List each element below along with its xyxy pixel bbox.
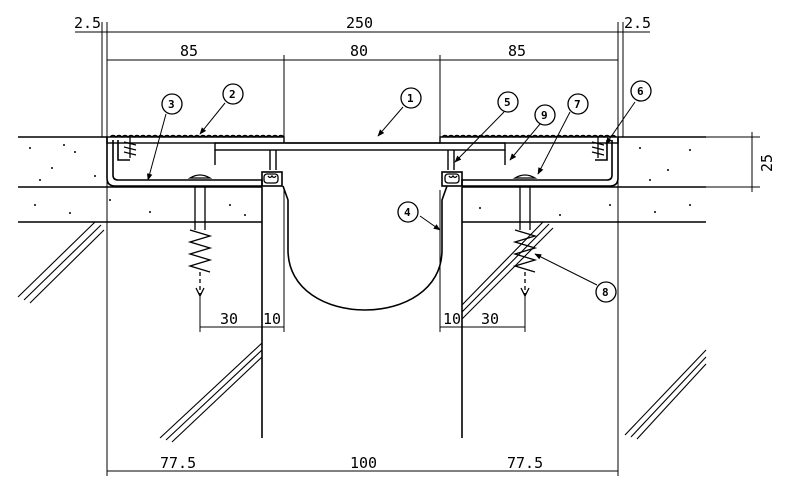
callout-3-number: 3 [168, 98, 175, 111]
left-hatching [17, 221, 263, 443]
callout-7: 7 [567, 93, 589, 115]
dim-left-base: 77.5 [160, 454, 196, 472]
left-top-screw [123, 137, 137, 158]
callout-5-number: 5 [504, 96, 511, 109]
callout-1-number: 1 [407, 92, 414, 105]
dimension-lines [75, 22, 760, 476]
dim-overall-width: 250 [346, 14, 373, 32]
right-top-screw [591, 137, 605, 158]
dim-left-cover: 85 [180, 42, 198, 60]
callout-9-number: 9 [541, 109, 548, 122]
callout-6-number: 6 [637, 85, 644, 98]
concrete-texture-dots [29, 144, 691, 216]
left-gasket [263, 173, 279, 184]
callout-7-number: 7 [574, 98, 581, 111]
left-concrete-slab [18, 136, 263, 438]
callout-leaders [146, 101, 636, 286]
callout-8-number: 8 [602, 286, 609, 299]
dim-right-anchor-offset: 30 [481, 310, 499, 328]
right-concrete-slab [461, 136, 706, 438]
dim-right-base: 77.5 [507, 454, 543, 472]
dim-height: 25 [758, 154, 776, 172]
callout-4: 4 [397, 201, 419, 223]
cover-plate-left [106, 134, 285, 144]
right-anchor-bolt [512, 174, 538, 298]
callout-9: 9 [534, 104, 556, 126]
dim-left-anchor-offset: 30 [220, 310, 238, 328]
dim-right-edge: 2.5 [624, 14, 651, 32]
left-anchor-bolt [187, 174, 213, 298]
callout-2-number: 2 [229, 88, 236, 101]
callout-8: 8 [595, 281, 617, 303]
right-hatching [461, 221, 707, 440]
callout-3: 3 [161, 93, 183, 115]
dim-right-gap: 10 [443, 310, 461, 328]
callout-1: 1 [400, 87, 422, 109]
callout-4-number: 4 [404, 206, 411, 219]
dim-center-cover: 80 [350, 42, 368, 60]
dim-right-cover: 85 [508, 42, 526, 60]
dim-left-edge: 2.5 [74, 14, 101, 32]
callout-5: 5 [497, 91, 519, 113]
callout-6: 6 [630, 80, 652, 102]
dim-center-base: 100 [350, 454, 377, 472]
right-gasket [444, 173, 460, 184]
dim-left-gap: 10 [263, 310, 281, 328]
callout-2: 2 [222, 83, 244, 105]
moisture-barrier-loop [282, 185, 448, 311]
cover-plate-center [214, 142, 506, 170]
